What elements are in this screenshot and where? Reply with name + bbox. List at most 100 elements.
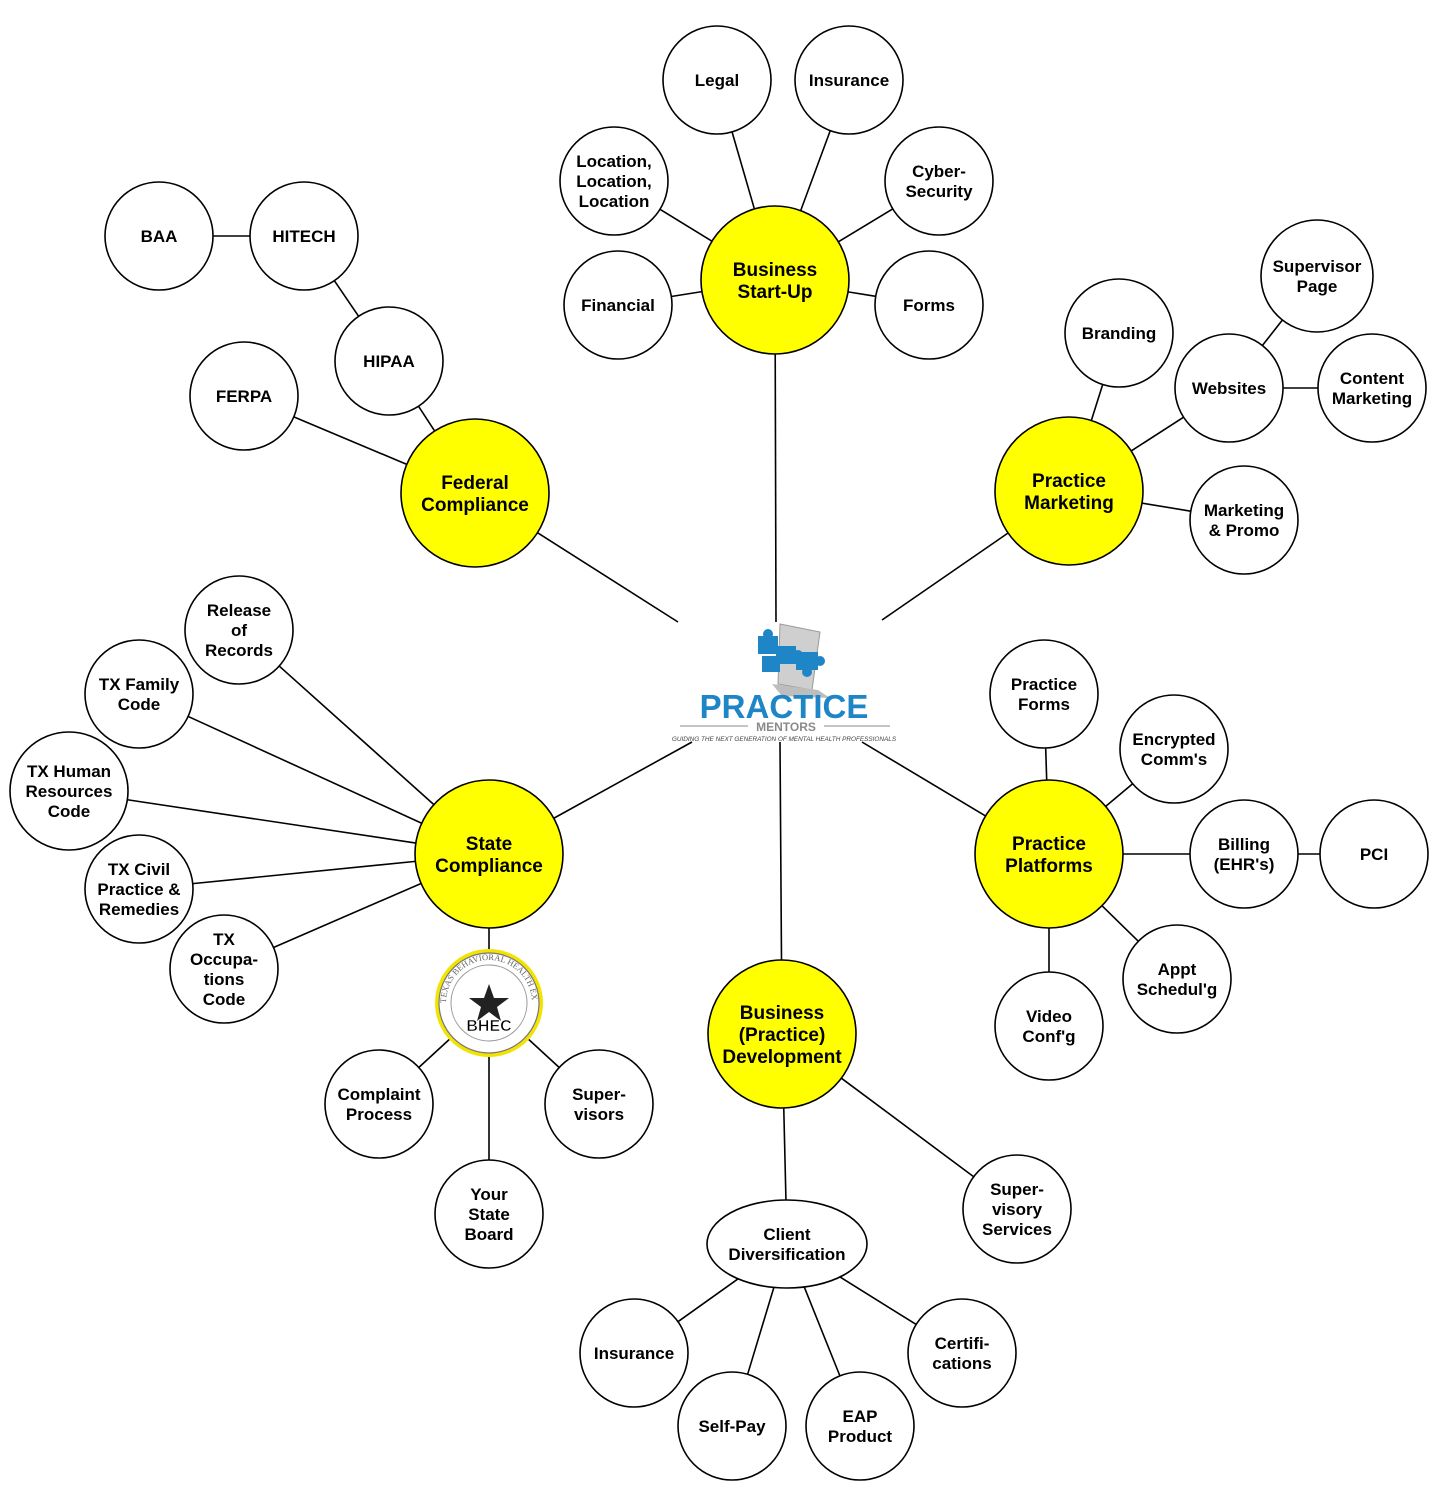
connector-marketing-branding [1090,384,1104,421]
node-label-encrypted: Encrypted [1132,730,1215,749]
connector-c-state [553,741,693,819]
hub-development: Business(Practice)Development [707,959,857,1109]
hub-label-platforms: Platforms [1005,856,1093,877]
connector-c-platforms [861,741,986,817]
node-label-practice-forms: Forms [1018,695,1070,714]
node-circle-pci [1319,799,1429,909]
node-label-insurance-bottom: Insurance [594,1344,674,1363]
connector-c-startup [774,353,777,623]
node-label-appt: Schedul'g [1137,980,1218,999]
node-circle-release-records [184,575,294,685]
node-branding: Branding [1064,278,1174,388]
node-label-ferpa: FERPA [216,387,272,406]
node-label-marketing-promo: & Promo [1209,521,1280,540]
node-circle-baa [104,181,214,291]
node-label-pci: PCI [1360,845,1388,864]
node-circle-websites [1174,333,1284,443]
node-label-client-div: Diversification [728,1245,845,1264]
node-label-content-marketing: Content [1340,369,1405,388]
connector-state-release_records [278,665,435,806]
connector-client_div-self_pay [746,1287,775,1375]
node-label-cyber: Cyber- [912,162,966,181]
node-label-tx-civil: Practice & [97,880,180,899]
hub-label-development: Development [722,1047,842,1068]
node-label-tx-occ: TX [213,930,235,949]
node-location: Location,Location,Location [559,126,669,236]
node-label-location: Location, [576,172,652,191]
node-circle-branding [1064,278,1174,388]
hub-label-startup: Business [733,260,817,281]
node-certifications: Certifi-cations [907,1298,1017,1408]
node-label-certifications: Certifi- [935,1334,990,1353]
connector-client_div-insurance_bottom [677,1278,739,1323]
node-websites: Websites [1174,333,1284,443]
logo-tagline: GUIDING THE NEXT GENERATION OF MENTAL HE… [672,736,897,743]
node-label-release-records: Release [207,601,271,620]
connector-development-client_div [782,1107,787,1201]
node-circle-eap [805,1371,915,1481]
connector-marketing-websites [1130,416,1185,452]
node-circle-certifications [907,1298,1017,1408]
node-label-supervisory: visory [992,1200,1043,1219]
hub-circle-federal [400,418,550,568]
connector-startup-financial [671,290,703,298]
connector-c-federal [537,532,679,623]
connector-startup-insurance_top [799,130,832,211]
node-label-marketing-promo: Marketing [1204,501,1284,520]
hub-circle-development [707,959,857,1109]
node-label-billing: Billing [1218,835,1270,854]
node-label-hipaa: HIPAA [363,352,415,371]
logo-subtitle: MENTORS [756,720,816,734]
hub-label-federal: Federal [441,473,509,494]
connector-seal-complaint [418,1038,450,1069]
node-label-video: Video [1026,1007,1072,1026]
connector-websites-supervisor_page [1261,319,1284,347]
node-label-supervisor-page: Page [1297,277,1338,296]
hub-label-federal: Compliance [421,495,529,516]
connector-c-marketing [881,532,1009,621]
node-label-eap: EAP [843,1407,878,1426]
node-pci: PCI [1319,799,1429,909]
node-financial: Financial [563,250,673,360]
hub-circle-state [414,779,564,929]
connector-federal-ferpa [293,416,408,466]
node-label-complaint: Complaint [337,1085,420,1104]
node-label-supervisory: Services [982,1220,1052,1239]
node-circle-marketing-promo [1189,465,1299,575]
node-label-release-records: Records [205,641,273,660]
node-marketing-promo: Marketing& Promo [1189,465,1299,575]
node-baa: BAA [104,181,214,291]
node-circle-video [994,971,1104,1081]
node-label-tx-occ: Code [203,990,246,1009]
node-circle-tx-family [84,639,194,749]
node-billing: Billing(EHR's) [1189,799,1299,909]
node-circle-appt [1122,924,1232,1034]
node-label-complaint: Process [346,1105,412,1124]
node-circle-supervisors [544,1049,654,1159]
node-label-websites: Websites [1192,379,1266,398]
node-label-practice-forms: Practice [1011,675,1077,694]
node-circle-insurance-top [794,25,904,135]
texas-star-icon [469,984,509,1021]
node-label-your-state: Board [464,1225,513,1244]
hub-label-marketing: Practice [1032,471,1106,492]
node-circle-tx-occ [169,914,279,1024]
node-insurance-bottom: Insurance [579,1298,689,1408]
node-label-content-marketing: Marketing [1332,389,1412,408]
node-label-baa: BAA [141,227,178,246]
node-label-eap: Product [828,1427,893,1446]
node-circle-billing [1189,799,1299,909]
connector-startup-cyber [837,208,894,243]
connector-platforms-encrypted [1105,783,1134,808]
node-hitech: HITECH [249,181,359,291]
node-label-forms: Forms [903,296,955,315]
